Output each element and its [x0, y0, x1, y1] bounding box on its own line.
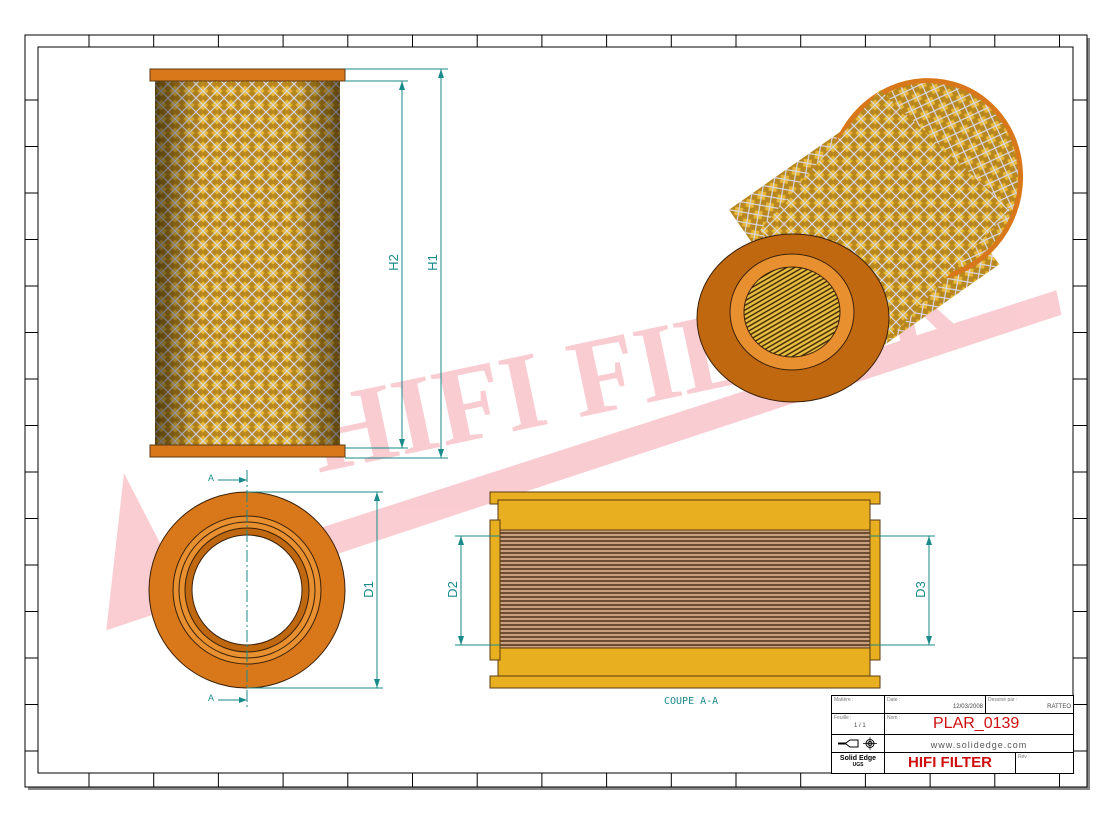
company-name: HIFI FILTER: [908, 754, 992, 771]
dimension-d1: D1: [360, 581, 376, 598]
part-number: PLAR_0139: [933, 715, 1020, 732]
dimension-h1: H1: [424, 254, 440, 271]
sheet-label: Feuille :: [834, 715, 852, 721]
software-vendor: UGS: [852, 762, 864, 768]
section-marker-bottom: A: [208, 693, 215, 703]
revision-label: Rév :: [1018, 754, 1030, 760]
date-label: Date :: [887, 697, 901, 703]
inner-frame: [37, 46, 1074, 774]
diameter-dimensions: [455, 535, 935, 646]
sheet-value: 1 / 1: [854, 723, 866, 729]
dimension-d2: D2: [444, 581, 460, 598]
title-block: Matière : Date : 12/03/2008 Dessiné par …: [831, 695, 1074, 774]
front-view: [149, 68, 346, 458]
isometric-view: [696, 78, 1024, 403]
top-view: [148, 470, 346, 710]
website-text: www.solidedge.com: [930, 740, 1028, 750]
name-label: Nom :: [887, 715, 901, 721]
drawn-by-label: Dessiné par :: [988, 697, 1018, 703]
zone-ticks: [25, 35, 1087, 787]
dimension-h2: H2: [385, 254, 401, 271]
height-dimensions: [345, 68, 448, 459]
section-caption: COUPE A-A: [664, 696, 719, 707]
date-value: 12/03/2008: [952, 704, 983, 710]
section-view: [489, 491, 881, 689]
material-label: Matière :: [834, 697, 854, 703]
section-marker-top: A: [208, 473, 215, 483]
projection-symbol-icon: [832, 735, 885, 753]
drawn-by-value: RATTEO: [1047, 704, 1071, 710]
dimension-d3: D3: [912, 581, 928, 598]
section-markers: [218, 477, 383, 703]
software-name: Solid Edge: [839, 755, 877, 762]
